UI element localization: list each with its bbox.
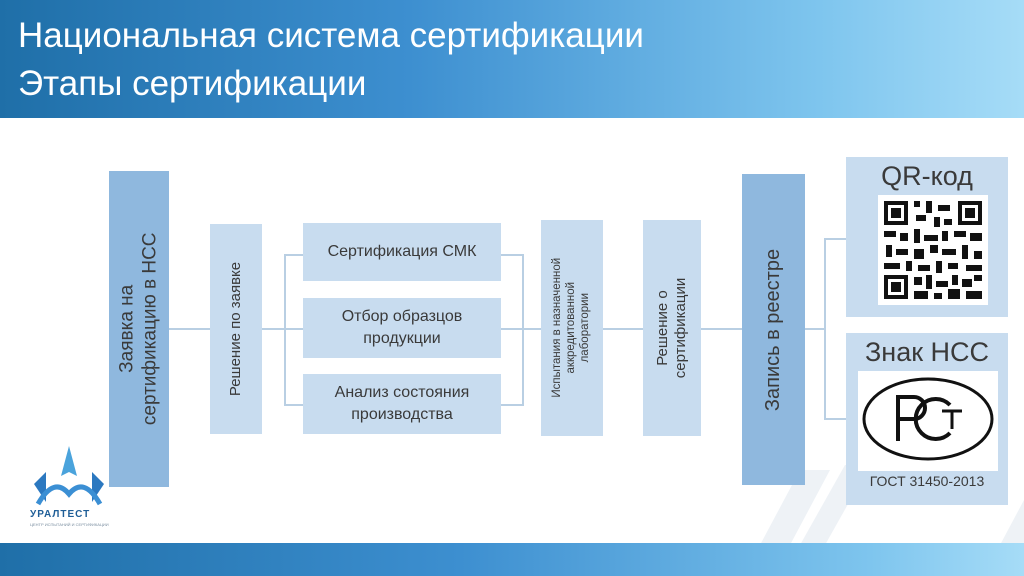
panels-connector-bottom — [824, 418, 846, 420]
nss-sign-icon — [862, 377, 994, 461]
nss-sign — [858, 371, 998, 471]
panels-connector-top — [824, 238, 846, 240]
gost-standard-label: ГОСТ 31450-2013 — [869, 473, 985, 489]
branch-left-line — [284, 254, 286, 404]
page-subtitle: Этапы сертификации — [18, 64, 367, 103]
step-registry-entry: Запись в реестре — [742, 174, 805, 485]
footer-bar — [0, 543, 1024, 576]
step-application: Заявка на сертификацию в НСС — [109, 171, 169, 487]
step-decision-on-application-label: Решение по заявке — [227, 261, 245, 397]
mark-panel-title: Знак НСС — [864, 337, 990, 367]
step-sampling-label: Отбор образцов продукции — [341, 307, 463, 347]
step-lab-testing-label: Испытания в назначенной аккредитованной … — [551, 258, 591, 398]
qr-panel-title: QR-код — [881, 161, 973, 191]
branch-left-top — [284, 254, 304, 256]
step-certification-decision-label: Решение о сертификации — [654, 277, 690, 379]
header-bar: Национальная система сертификации Этапы … — [0, 0, 1024, 118]
branch-right-line — [522, 254, 524, 406]
page-title: Национальная система сертификации — [18, 16, 644, 55]
branch-left-bottom — [284, 404, 304, 406]
qr-panel: QR-код — [846, 157, 1008, 317]
step-certification-decision: Решение о сертификации — [643, 220, 701, 436]
branch-right-top — [500, 254, 522, 256]
registry-connector — [805, 328, 825, 330]
step-registry-entry-label: Запись в реестре — [762, 248, 785, 411]
step-decision-on-application: Решение по заявке — [210, 224, 262, 434]
step-production-analysis: Анализ состояния производства — [303, 374, 501, 434]
step-sampling: Отбор образцов продукции — [303, 298, 501, 358]
logo-subtitle: ЦЕНТР ИСПЫТАНИЙ И СЕРТИФИКАЦИИ — [30, 522, 109, 527]
mark-panel: Знак НСС ГОСТ 31450-2013 — [846, 333, 1008, 505]
uraltest-logo-icon — [34, 446, 104, 506]
qr-code-icon — [884, 201, 982, 299]
logo-name: УРАЛТЕСТ — [30, 509, 91, 520]
panels-connector-line — [824, 238, 826, 418]
step-qms-certification-label: Сертификация СМК — [327, 243, 477, 260]
qr-code — [878, 195, 988, 305]
step-lab-testing: Испытания в назначенной аккредитованной … — [541, 220, 603, 436]
step-qms-certification: Сертификация СМК — [303, 223, 501, 281]
step-application-label: Заявка на сертификацию в НСС — [116, 232, 161, 426]
step-production-analysis-label: Анализ состояния производства — [334, 383, 470, 423]
branch-right-bottom — [500, 404, 522, 406]
